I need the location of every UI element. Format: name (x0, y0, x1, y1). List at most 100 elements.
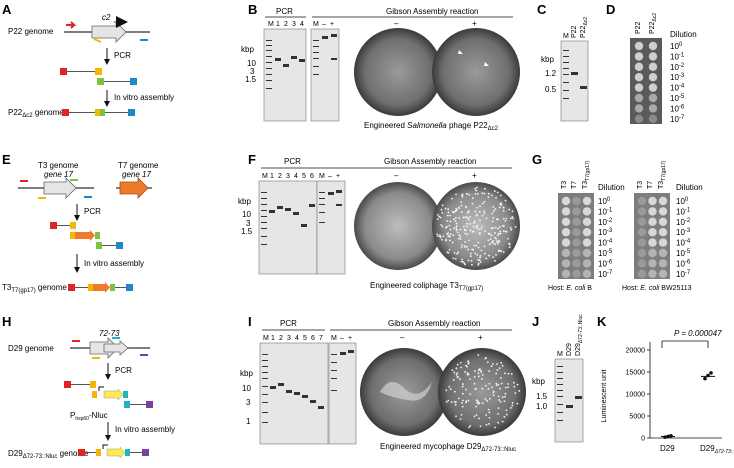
plaque (441, 212, 444, 214)
spot (648, 217, 657, 226)
plaque (466, 211, 469, 214)
dilution-label: 10-1 (676, 207, 691, 216)
spot (648, 228, 657, 237)
e-assembly-label: In vitro assembly (84, 259, 144, 268)
plaque (500, 382, 503, 385)
h-product-label: D29Δ72-73::Nluc genome (8, 449, 89, 460)
plaque (494, 208, 497, 210)
svg-text:T3T7(gp17): T3T7(gp17) (582, 160, 591, 189)
svg-text:1.5: 1.5 (536, 392, 548, 401)
spot (561, 217, 571, 226)
plaque (483, 210, 486, 213)
plaque (470, 264, 473, 266)
plaque (485, 423, 488, 426)
plaque (483, 192, 486, 195)
plaque (469, 229, 472, 232)
plaque (461, 392, 464, 395)
plaque (500, 250, 503, 253)
plaque (471, 202, 474, 205)
f-gibson-bands (319, 190, 342, 223)
plaque (455, 401, 457, 404)
svg-text:3: 3 (287, 335, 291, 342)
panel-letter-a: A (2, 2, 12, 17)
plaque (449, 233, 452, 235)
spot (582, 238, 592, 247)
plaque (462, 260, 464, 263)
spot (572, 207, 581, 216)
plaque (461, 258, 464, 261)
svg-text:T3: T3 (637, 181, 644, 189)
plaque (497, 227, 500, 230)
data-point (663, 435, 667, 439)
g-spots-right (637, 196, 668, 278)
b-gibson-header: Gibson Assembly reaction (386, 7, 479, 16)
plaque (490, 194, 493, 197)
plaque (473, 415, 476, 418)
plaque (502, 206, 505, 209)
plaque (466, 372, 469, 375)
spot (648, 207, 657, 216)
svg-text:1: 1 (276, 21, 280, 28)
spot (637, 259, 647, 268)
plaque (477, 241, 480, 244)
plaque (495, 382, 498, 385)
plaque (475, 189, 478, 192)
dilution-label: 10-7 (598, 270, 613, 279)
b-plate-minus (354, 28, 442, 116)
e-genome2-label: T7 genome (118, 161, 159, 170)
plaque (456, 363, 459, 366)
panel-c: C M P22 P22Δc2 kbp 1.20.5 (537, 2, 589, 122)
e-pcr-label: PCR (84, 207, 101, 216)
plaque (452, 379, 455, 381)
e-t7-gene17-arrow (119, 177, 149, 199)
plaque (492, 206, 495, 208)
plaque (477, 263, 480, 266)
e-product-fragment (68, 282, 133, 293)
plaque (487, 239, 490, 242)
plaque (467, 360, 470, 363)
plaque (440, 223, 443, 226)
plaque (492, 394, 495, 397)
plaque (441, 225, 444, 228)
svg-text:M: M (268, 21, 274, 28)
dilution-label: 100 (670, 42, 683, 51)
plaque (448, 385, 451, 388)
plaque (477, 259, 480, 261)
svg-text:M: M (319, 173, 325, 180)
svg-text:P22Δc2: P22Δc2 (649, 13, 658, 34)
g-dilution-header-right: Dilution (676, 183, 703, 192)
plaque (439, 234, 441, 237)
plaque (479, 256, 481, 259)
y-tick-label: 15000 (626, 370, 646, 377)
g-dilution-header-left: Dilution (598, 183, 625, 192)
panel-letter-c: C (537, 2, 547, 17)
dilution-label: 10-5 (676, 249, 691, 258)
plaque (463, 245, 466, 247)
b-minus-label: – (394, 19, 399, 28)
plaque (440, 208, 443, 211)
plaque (446, 214, 449, 217)
svg-text:M: M (262, 173, 268, 180)
i-gibson-header: Gibson Assembly reaction (388, 319, 481, 328)
plaque (459, 235, 462, 238)
plaque (484, 398, 487, 400)
spot (634, 52, 644, 61)
plaque (439, 236, 442, 239)
plaque (449, 388, 452, 391)
c-gel (560, 40, 589, 122)
plaque (501, 396, 504, 399)
plaque (467, 399, 470, 402)
plaque (459, 418, 462, 420)
plaque (460, 211, 463, 214)
plaque (484, 230, 486, 233)
a-primer-yellow (93, 38, 102, 43)
plaque (487, 196, 490, 199)
plaque (467, 248, 469, 251)
dilution-label: 10-2 (598, 218, 613, 227)
plaque (457, 251, 460, 254)
dilution-label: 10-2 (670, 63, 685, 72)
